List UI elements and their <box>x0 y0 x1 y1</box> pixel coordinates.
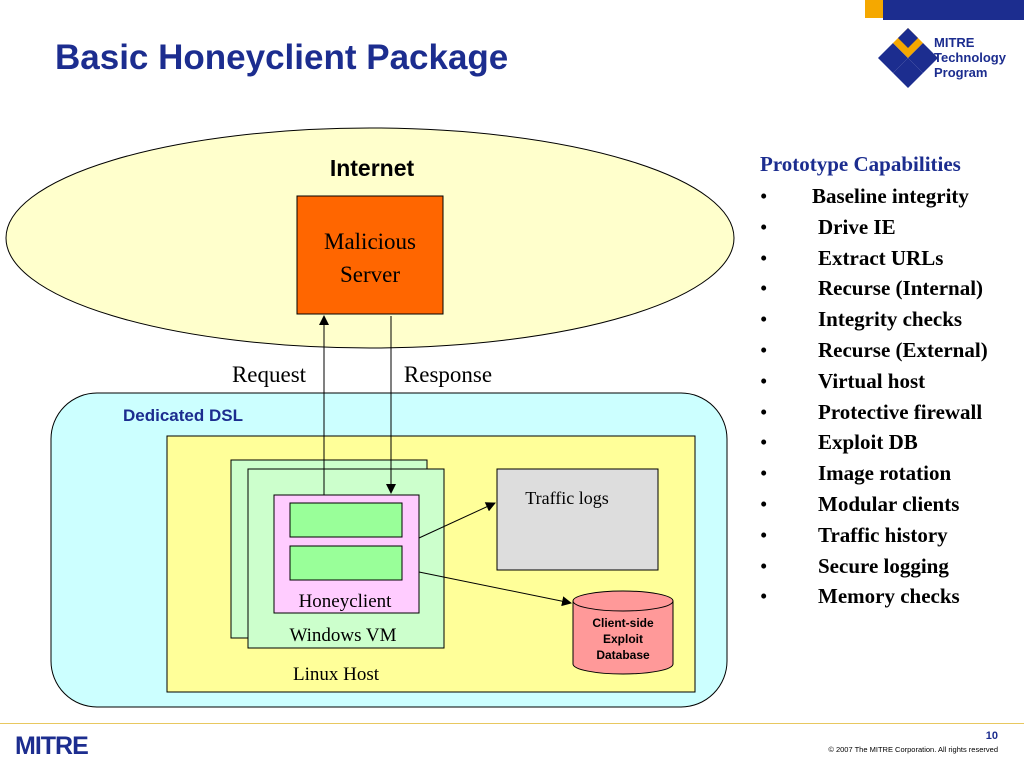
capability-item: • Extract URLs <box>760 243 961 274</box>
capability-item: • Recurse (External) <box>760 335 988 366</box>
bullet-icon: • <box>760 491 768 516</box>
bullet-icon: • <box>760 430 768 455</box>
capability-text: Secure logging <box>818 553 949 578</box>
capability-item: • Modular clients <box>760 489 961 520</box>
capability-text: Protective firewall <box>818 399 983 424</box>
database-label-line2: Exploit <box>603 632 643 646</box>
capability-text: Recurse (External) <box>818 337 988 362</box>
bullet-icon: • <box>760 522 768 547</box>
capabilities-panel: Prototype Capabilities • Baseline integri… <box>760 152 988 612</box>
capability-item: • Image rotation <box>760 458 961 489</box>
capability-text: Virtual host <box>818 368 926 393</box>
logo-line1: MITRE <box>934 35 975 50</box>
capability-text: Traffic history <box>818 522 948 547</box>
windows-vm-label: Windows VM <box>289 625 396 646</box>
mitre-technology-program-logo: MITRE Technology Program <box>865 0 1024 88</box>
logo-top-bar <box>883 0 1024 20</box>
database-arrow <box>418 571 572 607</box>
malicious-server-box <box>296 195 444 315</box>
request-label: Request <box>232 362 307 387</box>
footer-divider <box>0 723 1024 724</box>
capability-text: Extract URLs <box>818 245 944 270</box>
capability-item: • Integrity checks <box>760 304 963 335</box>
database-label-line3: Database <box>596 648 650 662</box>
capability-item: • Memory checks <box>760 581 961 612</box>
capability-item: • Drive IE <box>760 212 961 243</box>
traffic-logs-label: Traffic logs <box>525 488 609 508</box>
malicious-server-label-line2: Server <box>340 262 400 287</box>
bullet-icon: • <box>760 307 768 332</box>
capability-text: Exploit DB <box>818 430 918 455</box>
capabilities-title: Prototype Capabilities <box>760 152 961 176</box>
capability-item: • Exploit DB <box>760 427 961 458</box>
bullet-icon: • <box>760 553 768 578</box>
capability-text: Memory checks <box>818 584 960 609</box>
capability-item: • Secure logging <box>760 551 961 582</box>
traffic-logs-box <box>496 468 659 571</box>
bullet-icon: • <box>760 584 768 609</box>
mitre-footer-logo: MITRE <box>15 733 89 757</box>
bullet-icon: • <box>760 368 768 393</box>
mitre-footer-text: MITRE <box>15 733 88 757</box>
bullet-icon: • <box>760 461 768 486</box>
malicious-server-label-line1: Malicious <box>324 229 416 254</box>
capability-item: • Virtual host <box>760 366 961 397</box>
exploit-database-cylinder <box>572 590 674 675</box>
capability-text: Baseline integrity <box>812 184 969 208</box>
logo-line2: Technology <box>934 50 1007 65</box>
capability-item: • Protective firewall <box>760 397 982 428</box>
logo-accent-square <box>865 0 883 18</box>
linux-host-label: Linux Host <box>293 664 380 685</box>
logo-line3: Program <box>934 65 987 80</box>
capability-item: • Baseline integrity <box>760 181 969 212</box>
honeyclient-module-1 <box>289 502 403 538</box>
page-title: Basic Honeyclient Package <box>55 38 509 77</box>
capability-item: • Recurse (Internal) <box>760 273 983 304</box>
honeyclient-label: Honeyclient <box>299 591 393 612</box>
capabilities-list: • Baseline integrity • Drive IE • Extract URL… <box>760 181 988 612</box>
bullet-icon: • <box>760 337 768 362</box>
capability-text: Integrity checks <box>818 307 963 332</box>
logo-mark-icon <box>878 28 938 88</box>
bullet-icon: • <box>760 399 768 424</box>
honeyclient-module-2 <box>289 545 403 581</box>
internet-label: Internet <box>330 155 415 181</box>
honeyclient-diagram: Internet Malicious Server Dedicated DSL … <box>5 127 735 708</box>
traffic-logs-arrow <box>418 502 496 539</box>
bullet-icon: • <box>760 276 768 301</box>
capability-text: Modular clients <box>818 491 960 516</box>
capability-item: • Traffic history <box>760 520 961 551</box>
dedicated-dsl-label: Dedicated DSL <box>123 406 243 425</box>
bullet-icon: • <box>760 245 768 270</box>
capability-text: Image rotation <box>818 461 952 486</box>
database-label-line1: Client-side <box>592 616 654 630</box>
bullet-icon: • <box>760 214 768 239</box>
copyright-text: © 2007 The MITRE Corporation. All rights… <box>828 745 998 754</box>
bullet-icon: • <box>760 184 768 208</box>
response-label: Response <box>404 362 492 387</box>
page-number: 10 <box>985 730 998 742</box>
capability-text: Recurse (Internal) <box>818 276 984 301</box>
capability-text: Drive IE <box>818 214 896 239</box>
